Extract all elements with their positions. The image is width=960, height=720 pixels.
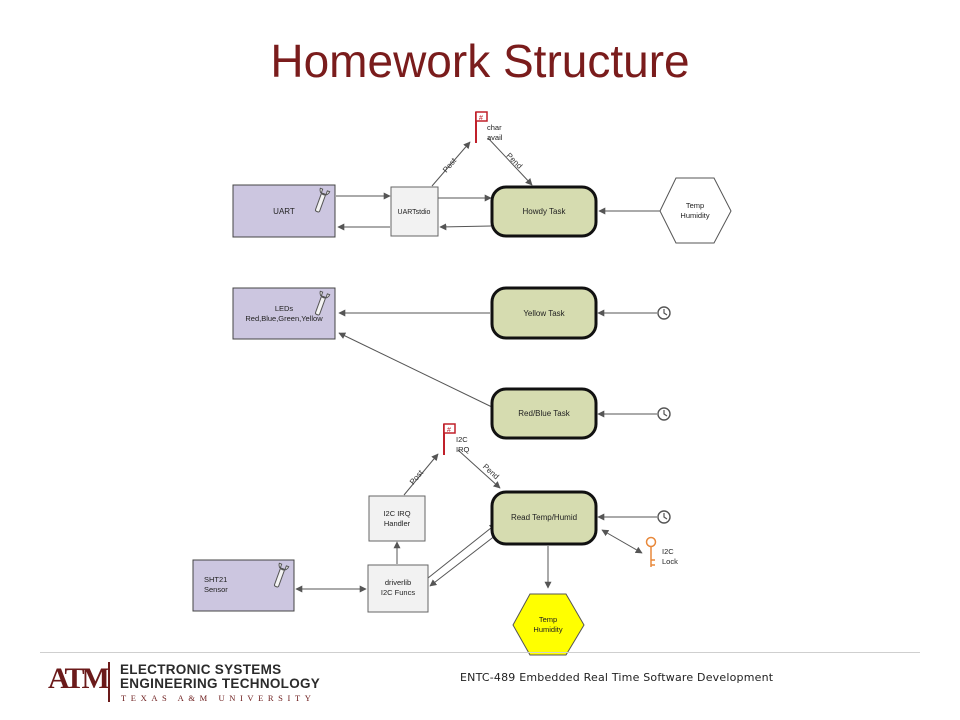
label-post-irq: Post xyxy=(408,468,426,487)
yellow-task-node: Yellow Task xyxy=(490,286,598,340)
i2c-irq-handler-node: I2C IRQ Handler xyxy=(368,495,426,542)
logo-line3: TEXAS A&M UNIVERSITY xyxy=(121,693,316,703)
wrench-icon xyxy=(314,290,331,316)
driverlib-node: driverlib I2C Funcs xyxy=(367,564,429,613)
leds-line2: Red,Blue,Green,Yellow xyxy=(245,314,323,323)
edge-post-irq xyxy=(403,453,439,496)
char-avail-line1: char xyxy=(487,123,502,132)
flag-symbol-irq: # xyxy=(447,427,451,434)
yellow-task-label: Yellow Task xyxy=(523,309,565,318)
leds-node: LEDs Red,Blue,Green,Yellow xyxy=(232,287,336,340)
sht21-sensor-node: SHT21 Sensor xyxy=(192,559,295,612)
howdy-task-node: Howdy Task xyxy=(490,185,598,238)
leds-line1: LEDs xyxy=(275,304,294,313)
footer-divider xyxy=(40,652,920,653)
sensor-line2: Sensor xyxy=(204,585,228,594)
flag-symbol-char: # xyxy=(479,115,483,122)
wrench-icon xyxy=(314,187,331,213)
read-temp-label: Read Temp/Humid xyxy=(511,513,577,522)
char-avail-flag: # char avail xyxy=(475,111,503,143)
edge-howdy-to-uartstdio xyxy=(439,223,492,231)
handler-line2: Handler xyxy=(384,519,411,528)
temp-humidity-top-node: Temp Humidity xyxy=(659,177,732,244)
atm-logo-mark: ATM xyxy=(48,662,110,695)
logo-line2: ENGINEERING TECHNOLOGY xyxy=(120,676,321,691)
clock-icon xyxy=(657,510,671,524)
i2c-lock-line2: Lock xyxy=(662,557,678,566)
driverlib-line2: I2C Funcs xyxy=(381,588,415,597)
edge-readtemp-lock xyxy=(601,529,643,554)
temp-bottom-line2: Humidity xyxy=(533,625,562,634)
clock-icon xyxy=(657,306,671,320)
edge-driverlib-to-readtemp xyxy=(427,523,497,579)
edge-readtemp-to-driverlib xyxy=(429,534,497,587)
red-blue-task-label: Red/Blue Task xyxy=(518,409,570,418)
uartstdio-node: UARTstdio xyxy=(390,186,439,237)
red-blue-task-node: Red/Blue Task xyxy=(490,387,598,440)
key-icon xyxy=(645,536,657,567)
read-temp-humid-node: Read Temp/Humid xyxy=(490,490,598,546)
edge-redblue-to-leds xyxy=(338,332,495,409)
uart-node: UART xyxy=(232,184,336,238)
char-avail-line2: avail xyxy=(487,133,503,142)
howdy-task-label: Howdy Task xyxy=(523,207,567,216)
temp-top-line2: Humidity xyxy=(680,211,709,220)
uart-label: UART xyxy=(273,207,295,216)
sensor-line1: SHT21 xyxy=(204,575,227,584)
wrench-icon xyxy=(273,562,290,588)
logo-line1: ELECTRONIC SYSTEMS xyxy=(120,662,282,677)
i2c-irq-line1: I2C xyxy=(456,435,468,444)
clock-icon xyxy=(657,407,671,421)
uartstdio-label: UARTstdio xyxy=(398,209,431,216)
tamu-logo: ATM ELECTRONIC SYSTEMS ENGINEERING TECHN… xyxy=(44,660,374,704)
slide-title: Homework Structure xyxy=(270,35,690,87)
label-pend-irq: Pend xyxy=(481,462,501,481)
i2c-irq-line2: IRQ xyxy=(456,445,470,454)
temp-top-line1: Temp xyxy=(686,201,704,210)
temp-bottom-line1: Temp xyxy=(539,615,557,624)
driverlib-line1: driverlib xyxy=(385,578,411,587)
logo-separator xyxy=(108,662,110,702)
label-pend-char: Pend xyxy=(504,151,524,171)
edge-pend-char xyxy=(487,137,533,186)
edge-pend-irq xyxy=(457,449,501,489)
edges xyxy=(295,137,660,593)
edge-post-char xyxy=(431,141,471,187)
i2c-irq-flag: # I2C IRQ xyxy=(443,423,470,455)
course-name: ENTC-489 Embedded Real Time Software Dev… xyxy=(460,671,774,684)
i2c-lock-line1: I2C xyxy=(662,547,674,556)
temp-humidity-bottom-node: Temp Humidity xyxy=(512,593,585,656)
handler-line1: I2C IRQ xyxy=(383,509,410,518)
